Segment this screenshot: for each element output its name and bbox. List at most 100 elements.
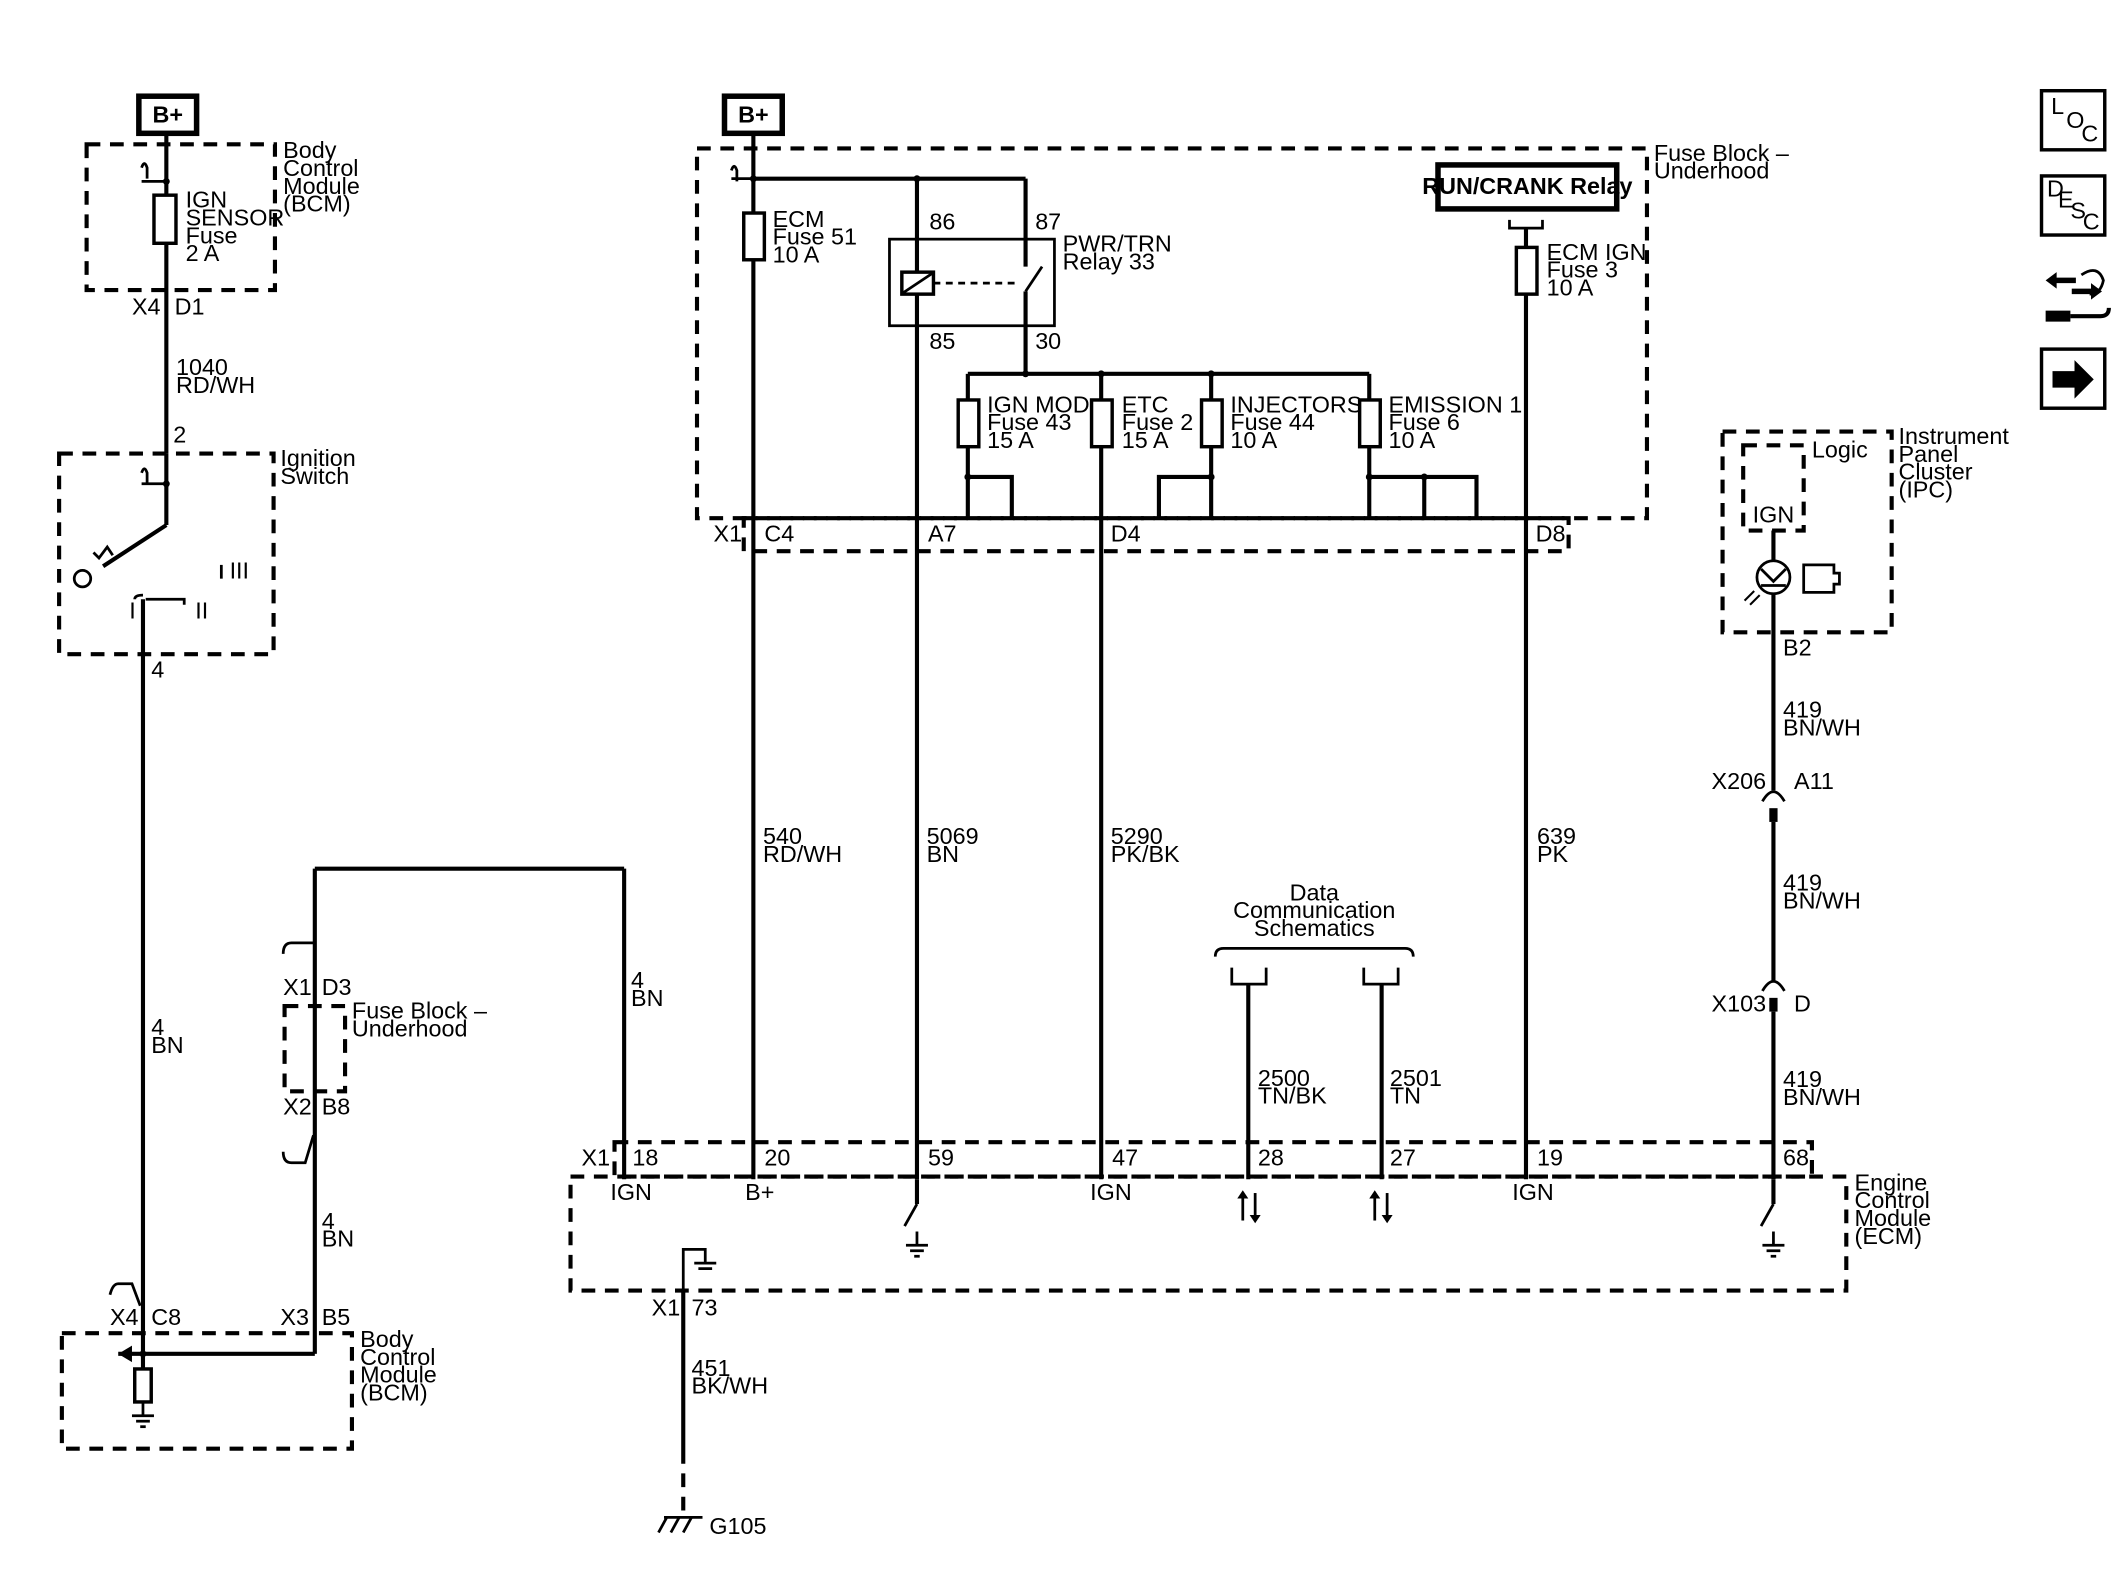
- ecm-pin-47: 47: [1112, 1145, 1138, 1171]
- ecm-x1-connector: [612, 1140, 1814, 1179]
- loc-icon-c: C: [2081, 121, 2098, 147]
- fuse-block-lower-title-2: Underhood: [352, 1015, 468, 1041]
- ecm-fuse-51-3: 10 A: [773, 242, 820, 268]
- ecm-title-2: Control: [1855, 1187, 1930, 1213]
- data-comm-title-3: Schematics: [1254, 915, 1375, 941]
- ignition-switch-title-1: Ignition: [280, 445, 355, 471]
- ground-wire-color: BK/WH: [692, 1373, 769, 1399]
- ignition-switch-pin-in: 2: [173, 422, 186, 448]
- fuse-block-lower-x2: X2: [283, 1094, 312, 1120]
- bcm-bottom-title-4: (BCM): [360, 1380, 427, 1406]
- etc-fuse-2: Fuse 2: [1122, 409, 1193, 435]
- injectors-fuse-3: 10 A: [1230, 427, 1277, 453]
- ignition-switch-pin-out: 4: [151, 657, 164, 683]
- etc-fuse-3: 15 A: [1122, 427, 1169, 453]
- fuse-block-pin-d8: D8: [1536, 521, 1566, 547]
- data-comm-title-1: Data: [1290, 879, 1339, 905]
- ipc-x103-pin: D: [1794, 991, 1811, 1017]
- relay-pin-30: 30: [1035, 328, 1061, 354]
- ecm-bplus-20: B+: [745, 1179, 774, 1205]
- bcm-top-box: [84, 142, 278, 293]
- fuse-block-x1-connector: [741, 516, 1571, 554]
- fuse-block-lower-wire-bottom-color: BN: [322, 1226, 354, 1252]
- ipc-x103: X103: [1712, 991, 1767, 1017]
- bcm-top-pin: D1: [175, 294, 205, 320]
- ignition-pos-1: I: [129, 598, 136, 624]
- bcm-bottom-title-3: Module: [360, 1362, 437, 1388]
- desc-icon-d: D: [2047, 176, 2064, 202]
- wire-5290-circuit: 5290: [1111, 823, 1163, 849]
- chassis-ground-icon: [657, 1516, 703, 1534]
- desc-icon-e: E: [2058, 187, 2074, 213]
- engine-icon: [1802, 563, 1841, 594]
- ecm-pin-28: 28: [1258, 1145, 1284, 1171]
- wire-639-color: PK: [1537, 841, 1569, 867]
- ecm-ign-47: IGN: [1090, 1179, 1132, 1205]
- fuse-block-pin-d4: D4: [1111, 521, 1141, 547]
- data-arrows-27: [1369, 1190, 1393, 1224]
- bcm-bottom-section: Body Control Module (BCM) X4 C8 X3 B5: [59, 1282, 437, 1451]
- ecm-x1-lower: X1: [652, 1294, 681, 1320]
- data-arrows-28: [1237, 1190, 1261, 1224]
- ign-mod-fuse-3: 15 A: [987, 427, 1034, 453]
- relay-pin-87: 87: [1035, 209, 1061, 235]
- bcm-bottom-b5: B5: [322, 1304, 351, 1330]
- ecm-title-4: (ECM): [1855, 1223, 1922, 1249]
- ign-sensor-fuse-1: IGN: [186, 187, 228, 213]
- ipc-wire-b-color: BN/WH: [1783, 888, 1861, 914]
- connector-tool-icon[interactable]: [2045, 269, 2111, 322]
- bcm-top-title-1: Body: [283, 137, 337, 163]
- bcm-bottom-box: [59, 1331, 354, 1451]
- emission-fuse-3: 10 A: [1389, 427, 1436, 453]
- fuse-block-lower-section: X1 D3 Fuse Block – Underhood X2 B8 4 BN …: [281, 866, 663, 1320]
- bcm-bottom-c8: C8: [151, 1304, 181, 1330]
- bcm-bottom-x3: X3: [280, 1304, 309, 1330]
- fuse-block-lower-b8: B8: [322, 1094, 351, 1120]
- ecm-ign-18: IGN: [610, 1179, 652, 1205]
- bcm-top-connector: X4: [132, 294, 161, 320]
- run-crank-relay-label: RUN/CRANK Relay: [1422, 173, 1632, 199]
- wire-5290-color: PK/BK: [1111, 841, 1180, 867]
- fuse-block-pin-a7: A7: [928, 521, 957, 547]
- ecm-section: Engine Control Module (ECM) X1 18 20 59 …: [568, 1140, 1931, 1539]
- ecm-pin-59: 59: [928, 1145, 954, 1171]
- loc-icon-l: L: [2051, 93, 2064, 119]
- fuse-block-top-box: [694, 146, 1650, 521]
- bcm-top-section: B+ Body Control Module (BCM) IGN SENSOR …: [84, 93, 360, 454]
- ignition-switch-section: Ignition Switch 2 I II III 4 4 BN: [57, 422, 356, 1354]
- next-arrow-icon[interactable]: [2039, 347, 2107, 410]
- wire-2500-circuit: 2500: [1258, 1065, 1310, 1091]
- desc-icon-c: C: [2083, 209, 2100, 235]
- ecm-fuse-51: [742, 211, 767, 262]
- ipc-title-3: Cluster: [1899, 459, 1973, 485]
- ecm-fuse-51-1: ECM: [773, 206, 825, 232]
- ground-wire-circuit: 451: [692, 1355, 731, 1381]
- relay-pin-86: 86: [929, 209, 955, 235]
- wire-2500-color: TN/BK: [1258, 1083, 1327, 1109]
- desc-icon[interactable]: D E S C: [2039, 174, 2107, 237]
- fuse-block-lower-wire-top-circuit: 4: [631, 967, 644, 993]
- ipc-title-2: Panel: [1899, 441, 1959, 467]
- ecm-pin-27: 27: [1390, 1145, 1416, 1171]
- etc-fuse-1: ETC: [1122, 391, 1169, 417]
- ecm-pin-18: 18: [632, 1145, 658, 1171]
- fuse-block-lower-wire-bottom-circuit: 4: [322, 1208, 335, 1234]
- fuse-block-top-title-2: Underhood: [1654, 158, 1770, 184]
- nav-icons: L O C D E S C: [2039, 88, 2111, 410]
- injectors-fuse-2: Fuse 44: [1230, 409, 1314, 435]
- wire-2501-circuit: 2501: [1390, 1065, 1442, 1091]
- data-comm-title-2: Communication: [1233, 897, 1395, 923]
- bcm-bottom-title-2: Control: [360, 1344, 435, 1370]
- bcm-bottom-title-1: Body: [360, 1326, 414, 1352]
- ign-mod-fuse: [956, 398, 981, 449]
- run-crank-relay: [1435, 162, 1620, 212]
- wire-5069-circuit: 5069: [927, 823, 979, 849]
- loc-icon[interactable]: L O C: [2039, 88, 2107, 152]
- ignition-key-icon: [72, 569, 93, 589]
- ipc-wire-c-color: BN/WH: [1783, 1084, 1861, 1110]
- b-plus-label-left: B+: [152, 101, 183, 127]
- ipc-box: [1720, 429, 1894, 635]
- ecm-ign-19: IGN: [1512, 1179, 1554, 1205]
- relay-title-2: Relay 33: [1063, 248, 1155, 274]
